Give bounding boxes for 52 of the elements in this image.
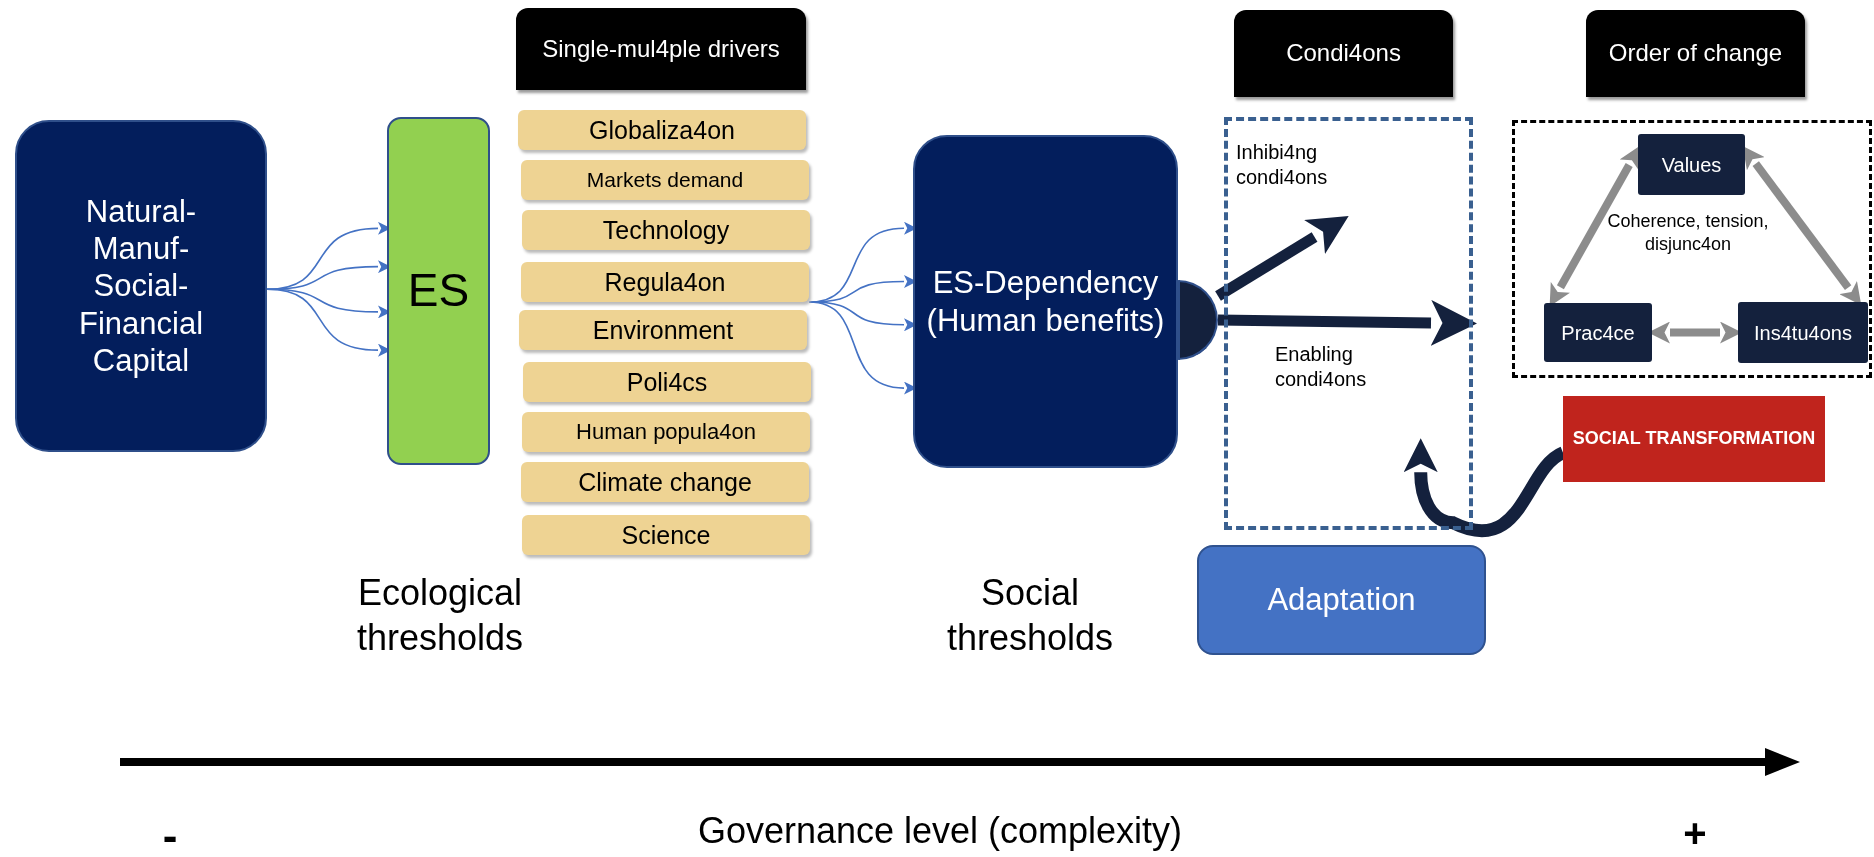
node-text: Technology [602, 215, 730, 245]
node-text: Environment [592, 315, 734, 345]
edge-label: Inhibi4ng condi4ons [1236, 140, 1329, 190]
threshold-label: Ecological thresholds [355, 571, 525, 660]
node-text: Climate change [578, 467, 752, 497]
axis-title: Governance level (complexity) [696, 809, 1184, 853]
arrow [1215, 216, 1349, 301]
header-box [516, 8, 806, 90]
node-text: Values [1661, 152, 1722, 177]
node-text: Regula4on [604, 267, 726, 297]
node-text: Condi4ons [1286, 39, 1401, 68]
node-text: Prac4ce [1561, 320, 1635, 345]
driver-box [522, 412, 810, 452]
practice-box [1544, 303, 1652, 362]
values-box [1638, 134, 1745, 195]
node-text: ES-Dependency (Human benefits) [925, 264, 1166, 339]
driver-box [523, 362, 811, 402]
node-text: Order of change [1608, 39, 1783, 68]
capital-box [15, 120, 267, 452]
driver-box [522, 515, 810, 555]
edge-label: Enabling condi4ons [1275, 342, 1368, 392]
relation-label: Coherence, tension, disjunc4on [1606, 210, 1770, 255]
threshold-label: Social thresholds [945, 571, 1115, 660]
dependency-box [913, 135, 1178, 468]
institutions-box [1738, 302, 1868, 363]
node-text: Science [621, 520, 711, 550]
dashed-frame [1512, 120, 1872, 378]
node-text: Globaliza4on [589, 115, 735, 145]
node-text: Single-mul4ple drivers [542, 34, 780, 64]
node-text: Poli4cs [626, 367, 708, 397]
driver-box [521, 462, 809, 502]
node-text: Markets demand [586, 167, 744, 193]
driver-box [519, 310, 807, 350]
node-text: ES [407, 263, 470, 319]
adaptation-box [1197, 545, 1486, 655]
arrow [1217, 299, 1477, 346]
node-text: Human popula4on [576, 418, 756, 446]
driver-box [518, 110, 806, 150]
node-text: SOCIAL TRANSFORMATION [1572, 428, 1816, 450]
node-text: Natural-Manuf-Social-Financial Capital [77, 193, 205, 379]
driver-box [521, 160, 809, 200]
node-text: Adaptation [1267, 581, 1416, 619]
driver-box [521, 262, 809, 302]
header-box [1234, 10, 1453, 97]
es-box [387, 117, 490, 465]
minus-sign: - [161, 810, 179, 857]
node-text: Ins4tu4ons [1754, 320, 1852, 345]
transformation-box [1563, 396, 1825, 482]
driver-box [522, 210, 810, 250]
header-box [1586, 10, 1805, 97]
plus-sign: + [1682, 810, 1708, 857]
dashed-frame [1224, 117, 1473, 530]
